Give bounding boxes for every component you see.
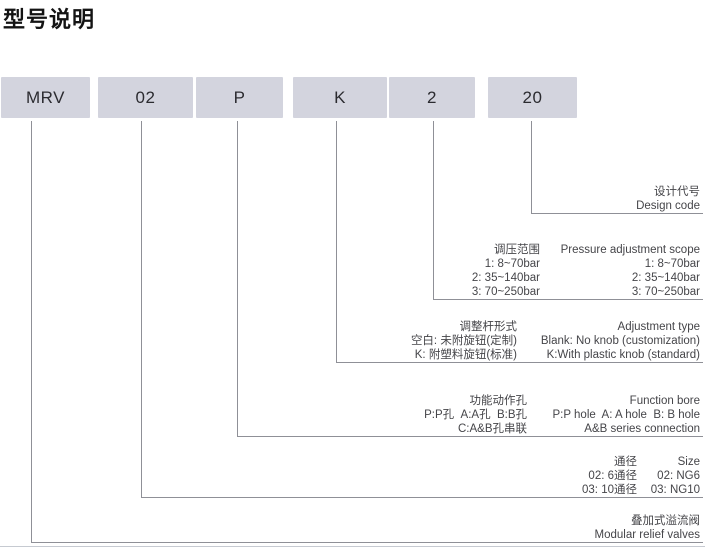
- section-adjustment-type: 调整杆形式 Adjustment type 空白: 未附旋钮(定制) Blank…: [336, 320, 703, 363]
- section-header: 调压范围 Pressure adjustment scope: [433, 243, 703, 257]
- model-segment-size: 02: [98, 77, 193, 118]
- option-zh: 1: 8~70bar: [484, 258, 540, 270]
- option-row: C:A&B孔串联 A&B series connection: [237, 422, 703, 436]
- connector-line-adjustment: [336, 121, 337, 362]
- connector-line-pressure: [433, 121, 434, 299]
- product-name-zh: 叠加式溢流阀: [631, 515, 700, 527]
- option-row: 2: 35~140bar 2: 35~140bar: [433, 271, 703, 285]
- section-header-zh: 通径: [614, 456, 637, 468]
- product-name-en: Modular relief valves: [594, 529, 700, 541]
- model-segment-label: P: [233, 87, 246, 107]
- section-header-zh: 调整杆形式: [459, 321, 518, 333]
- model-segment-label: MRV: [26, 87, 65, 107]
- section-header: 功能动作孔 Function bore: [237, 394, 703, 408]
- model-segment-label: 2: [427, 87, 437, 107]
- model-segment-function-bore: P: [196, 77, 283, 118]
- connector-line-series: [31, 121, 32, 542]
- option-row: 02: 6通径 02: NG6: [141, 469, 703, 483]
- option-zh: 3: 70~250bar: [471, 286, 540, 298]
- section-pressure-adjustment-scope: 调压范围 Pressure adjustment scope 1: 8~70ba…: [433, 243, 703, 300]
- section-header-en: Adjustment type: [617, 321, 700, 333]
- section-header: 通径 Size: [141, 455, 703, 469]
- section-label-en: Design code: [636, 200, 700, 212]
- section-size: 通径 Size 02: 6通径 02: NG6 03: 10通径 03: NG1…: [141, 455, 703, 498]
- page-bottom-border: [0, 546, 705, 547]
- option-zh: 03: 10通径: [582, 484, 637, 496]
- section-product-name: 叠加式溢流阀 Modular relief valves: [31, 514, 703, 543]
- option-row: 03: 10通径 03: NG10: [141, 483, 703, 497]
- section-design-code: 设计代号 Design code: [531, 185, 703, 214]
- section-header-zh: 调压范围: [494, 244, 540, 256]
- option-row: 3: 70~250bar 3: 70~250bar: [433, 285, 703, 299]
- section-header: 调整杆形式 Adjustment type: [336, 320, 703, 334]
- option-en: A&B series connection: [584, 423, 700, 435]
- section-header-en: Size: [677, 456, 700, 468]
- section-header-en: Pressure adjustment scope: [560, 244, 700, 256]
- option-en: 3: 70~250bar: [631, 286, 700, 298]
- option-row: P:P孔 A:A孔 B:B孔 P:P hole A: A hole B: B h…: [237, 408, 703, 422]
- model-segment-label: 20: [522, 87, 543, 107]
- section-function-bore: 功能动作孔 Function bore P:P孔 A:A孔 B:B孔 P:P h…: [237, 394, 703, 437]
- option-zh: 02: 6通径: [588, 470, 637, 482]
- connector-line-size: [141, 121, 142, 497]
- model-segment-label: K: [334, 87, 346, 107]
- connector-line-function-bore: [237, 121, 238, 436]
- option-en: 02: NG6: [657, 470, 700, 482]
- connector-line-design-code: [531, 121, 532, 213]
- option-zh: P:P孔 A:A孔 B:B孔: [424, 409, 527, 421]
- option-en: 1: 8~70bar: [644, 258, 700, 270]
- option-zh: 空白: 未附旋钮(定制): [410, 335, 517, 347]
- page-title: 型号说明: [3, 7, 96, 32]
- model-segment-pressure: 2: [389, 77, 475, 118]
- section-label-zh: 设计代号: [654, 186, 700, 198]
- model-segment-series: MRV: [1, 77, 90, 118]
- option-en: 2: 35~140bar: [631, 272, 700, 284]
- model-segment-design-code: 20: [488, 77, 577, 118]
- option-en: Blank: No knob (customization): [540, 335, 700, 347]
- option-zh: 2: 35~140bar: [471, 272, 540, 284]
- section-header-zh: 功能动作孔: [469, 395, 528, 407]
- option-row: 空白: 未附旋钮(定制) Blank: No knob (customizati…: [336, 334, 703, 348]
- option-row: 1: 8~70bar 1: 8~70bar: [433, 257, 703, 271]
- option-en: 03: NG10: [650, 484, 700, 496]
- option-en: P:P hole A: A hole B: B hole: [552, 409, 700, 421]
- option-zh: K: 附塑料旋钮(标准): [414, 349, 517, 361]
- option-zh: C:A&B孔串联: [457, 423, 527, 435]
- option-row: K: 附塑料旋钮(标准) K:With plastic knob (standa…: [336, 348, 703, 362]
- model-segment-adjustment: K: [293, 77, 387, 118]
- section-header-en: Function bore: [629, 395, 700, 407]
- model-segment-label: 02: [135, 87, 156, 107]
- option-en: K:With plastic knob (standard): [546, 349, 700, 361]
